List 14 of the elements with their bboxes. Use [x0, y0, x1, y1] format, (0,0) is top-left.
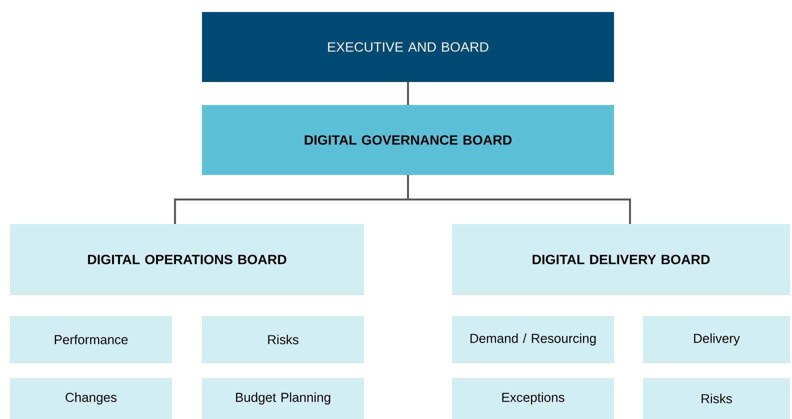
board-box: DIGITAL DELIVERY BOARD	[452, 224, 790, 295]
connector-line	[407, 175, 631, 224]
board-box: DIGITAL OPERATIONS BOARD	[10, 224, 364, 295]
topic-box: Delivery	[643, 316, 790, 363]
topic-box: Budget Planning	[202, 378, 364, 419]
board-box: EXECUTIVE AND BOARD	[202, 12, 614, 82]
board-box: DIGITAL GOVERNANCE BOARD	[202, 104, 614, 175]
topic-box: Exceptions	[452, 378, 614, 419]
topic-box: Risks	[643, 378, 790, 419]
connector-line	[407, 82, 409, 105]
topic-box: Changes	[10, 378, 172, 419]
topic-box: Risks	[202, 316, 364, 363]
topic-box: Performance	[10, 316, 172, 363]
topic-box: Demand / Resourcing	[452, 316, 614, 363]
